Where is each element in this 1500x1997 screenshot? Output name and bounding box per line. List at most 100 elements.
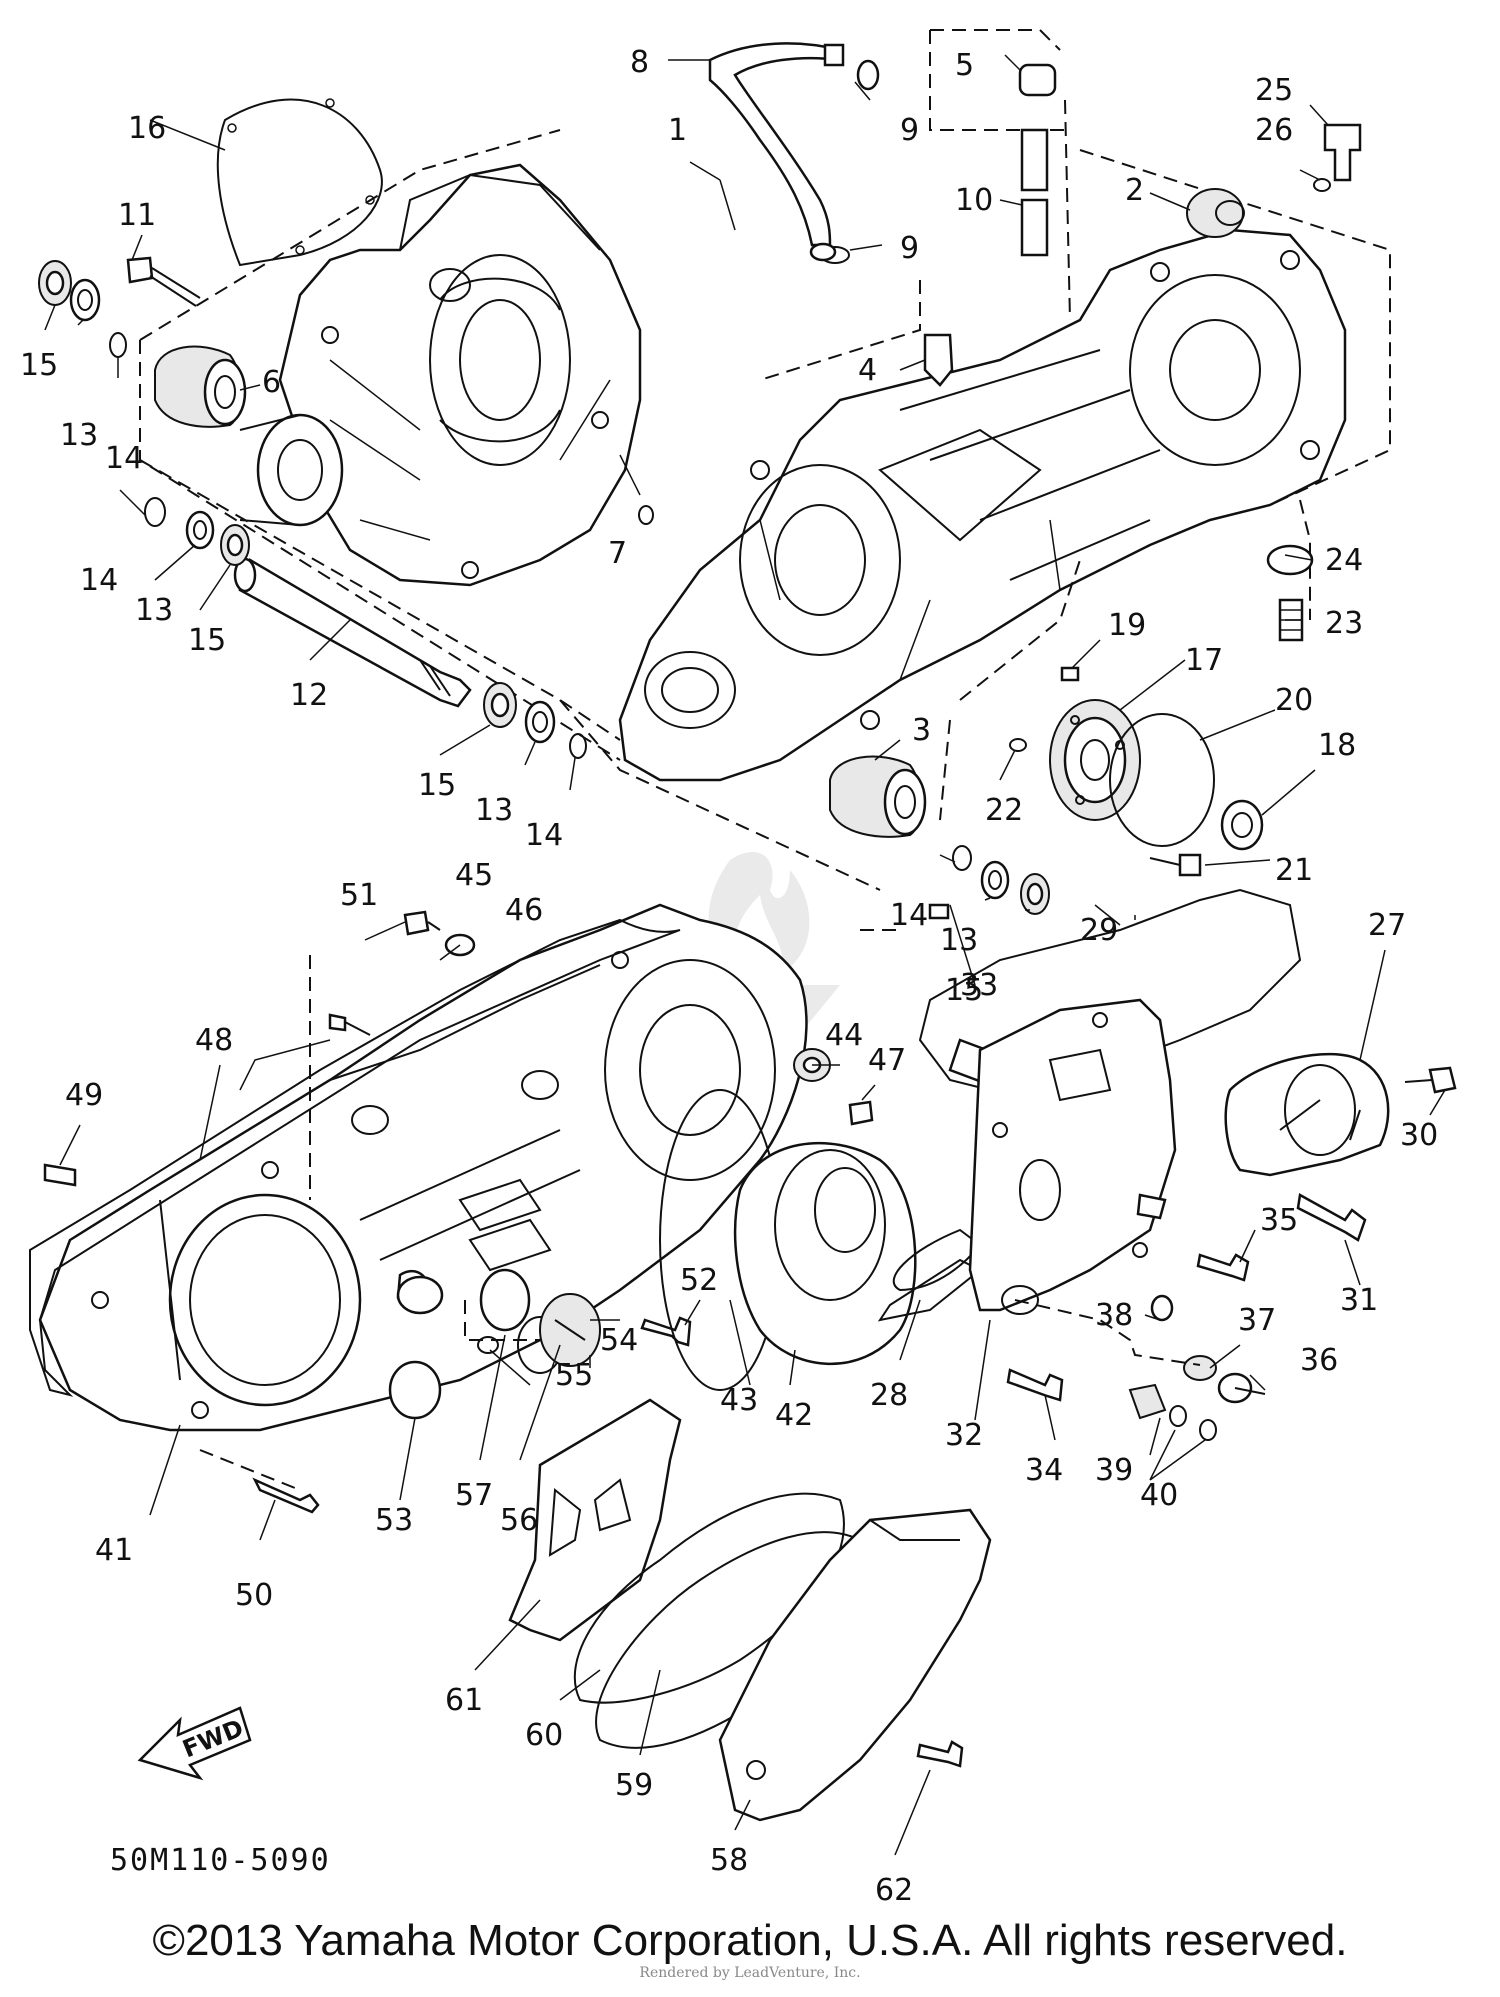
leader-lines <box>44 54 1446 1856</box>
callout-24: 24 <box>1325 543 1363 578</box>
callout-53: 53 <box>375 1503 413 1538</box>
callout-46: 46 <box>505 893 543 928</box>
bolt-52 <box>640 1316 692 1347</box>
callout-47: 47 <box>868 1043 906 1078</box>
callout-5: 5 <box>955 48 974 83</box>
dowel-49 <box>43 1163 77 1187</box>
clutch-cover-42-43 <box>659 1089 917 1391</box>
drawing-code: 50M110-5090 <box>110 1843 331 1878</box>
callout-9b: 9 <box>900 231 919 266</box>
gasket-16 <box>216 98 383 267</box>
callout-22: 22 <box>985 793 1023 828</box>
callout-14a: 14 <box>105 441 143 476</box>
assembly-dash-lines-lower <box>199 929 1201 1491</box>
seals-left-lower <box>144 497 250 566</box>
callout-28: 28 <box>870 1378 908 1413</box>
callout-4: 4 <box>858 353 877 388</box>
gasket-33-29 <box>918 888 1302 1102</box>
air-duct-parts-58-62 <box>508 1398 992 1822</box>
fwd-arrow <box>137 1706 252 1781</box>
callout-30: 30 <box>1400 1118 1438 1153</box>
small-parts-36-40 <box>1128 1294 1266 1441</box>
callout-39: 39 <box>1095 1453 1133 1488</box>
callout-34: 34 <box>1025 1453 1063 1488</box>
callout-60: 60 <box>525 1718 563 1753</box>
callout-6: 6 <box>262 365 281 400</box>
bearing-6 <box>154 345 247 428</box>
oil-parts-53-57 <box>388 1268 601 1420</box>
callout-38: 38 <box>1095 1298 1133 1333</box>
callout-19: 19 <box>1108 608 1146 643</box>
callout-14c: 14 <box>525 818 563 853</box>
callout-3: 3 <box>912 713 931 748</box>
callout-18: 18 <box>1318 728 1356 763</box>
callout-17: 17 <box>1185 643 1223 678</box>
seals-center <box>483 505 654 759</box>
cover-27 <box>1224 1052 1457 1177</box>
breather-hose <box>708 42 850 264</box>
callout-12: 12 <box>290 678 328 713</box>
callout-2: 2 <box>1125 173 1144 208</box>
callout-1: 1 <box>668 113 687 148</box>
crankcase-right-half <box>618 228 1347 782</box>
callout-41: 41 <box>95 1533 133 1568</box>
callout-33: 33 <box>960 968 998 1003</box>
callout-54: 54 <box>600 1323 638 1358</box>
callout-26: 26 <box>1255 113 1293 148</box>
gasket-41 <box>29 918 681 1397</box>
callout-7: 7 <box>608 536 627 571</box>
callout-15a: 15 <box>20 348 58 383</box>
callout-48: 48 <box>195 1023 233 1058</box>
callout-62: 62 <box>875 1873 913 1908</box>
callout-43: 43 <box>720 1383 758 1418</box>
callout-49: 49 <box>65 1078 103 1113</box>
callout-50: 50 <box>235 1578 273 1613</box>
copyright-notice: ©2013 Yamaha Motor Corporation, U.S.A. A… <box>152 1916 1348 1965</box>
callout-8: 8 <box>630 45 649 80</box>
bolts-31-35-34 <box>1006 1193 1367 1402</box>
seals-left-upper <box>38 260 127 358</box>
callout-35: 35 <box>1260 1203 1298 1238</box>
callout-32: 32 <box>945 1418 983 1453</box>
callout-61: 61 <box>445 1683 483 1718</box>
callout-13d: 13 <box>940 923 978 958</box>
callout-13a: 13 <box>60 418 98 453</box>
crankcase-cover-48 <box>38 903 808 1432</box>
callout-13b: 13 <box>135 593 173 628</box>
callout-14d: 14 <box>890 898 928 933</box>
callout-31: 31 <box>1340 1283 1378 1318</box>
callout-27: 27 <box>1368 908 1406 943</box>
callout-10: 10 <box>955 183 993 218</box>
callout-59: 59 <box>615 1768 653 1803</box>
callout-44: 44 <box>825 1018 863 1053</box>
callout-37: 37 <box>1238 1303 1276 1338</box>
callout-51: 51 <box>340 878 378 913</box>
bearing-housing-17 <box>1009 666 1264 877</box>
crankcase-cylinder-bore <box>239 413 344 527</box>
cover-32 <box>968 998 1177 1315</box>
seals-right <box>952 845 1050 915</box>
callout-20: 20 <box>1275 683 1313 718</box>
callout-21: 21 <box>1275 853 1313 888</box>
callout-56: 56 <box>500 1503 538 1538</box>
callout-42: 42 <box>775 1398 813 1433</box>
callout-25: 25 <box>1255 73 1293 108</box>
callout-57: 57 <box>455 1478 493 1513</box>
small-parts-top <box>809 59 1362 642</box>
assembly-dash-lines-upper <box>139 29 1391 891</box>
callout-36: 36 <box>1300 1343 1338 1378</box>
callout-16: 16 <box>128 111 166 146</box>
callout-15b: 15 <box>188 623 226 658</box>
shaft-12 <box>233 557 472 708</box>
callout-labels: 1 8 9 9 5 10 25 26 2 4 16 11 6 15 13 14 … <box>20 45 1438 1908</box>
callout-9a: 9 <box>900 113 919 148</box>
bolt-11 <box>126 256 201 307</box>
callout-40: 40 <box>1140 1478 1178 1513</box>
callout-13c: 13 <box>475 793 513 828</box>
callout-29: 29 <box>1080 913 1118 948</box>
callout-14b: 14 <box>80 563 118 598</box>
callout-15c: 15 <box>418 768 456 803</box>
callout-15d: 15 <box>945 973 983 1008</box>
bolt-50 <box>252 1477 320 1514</box>
